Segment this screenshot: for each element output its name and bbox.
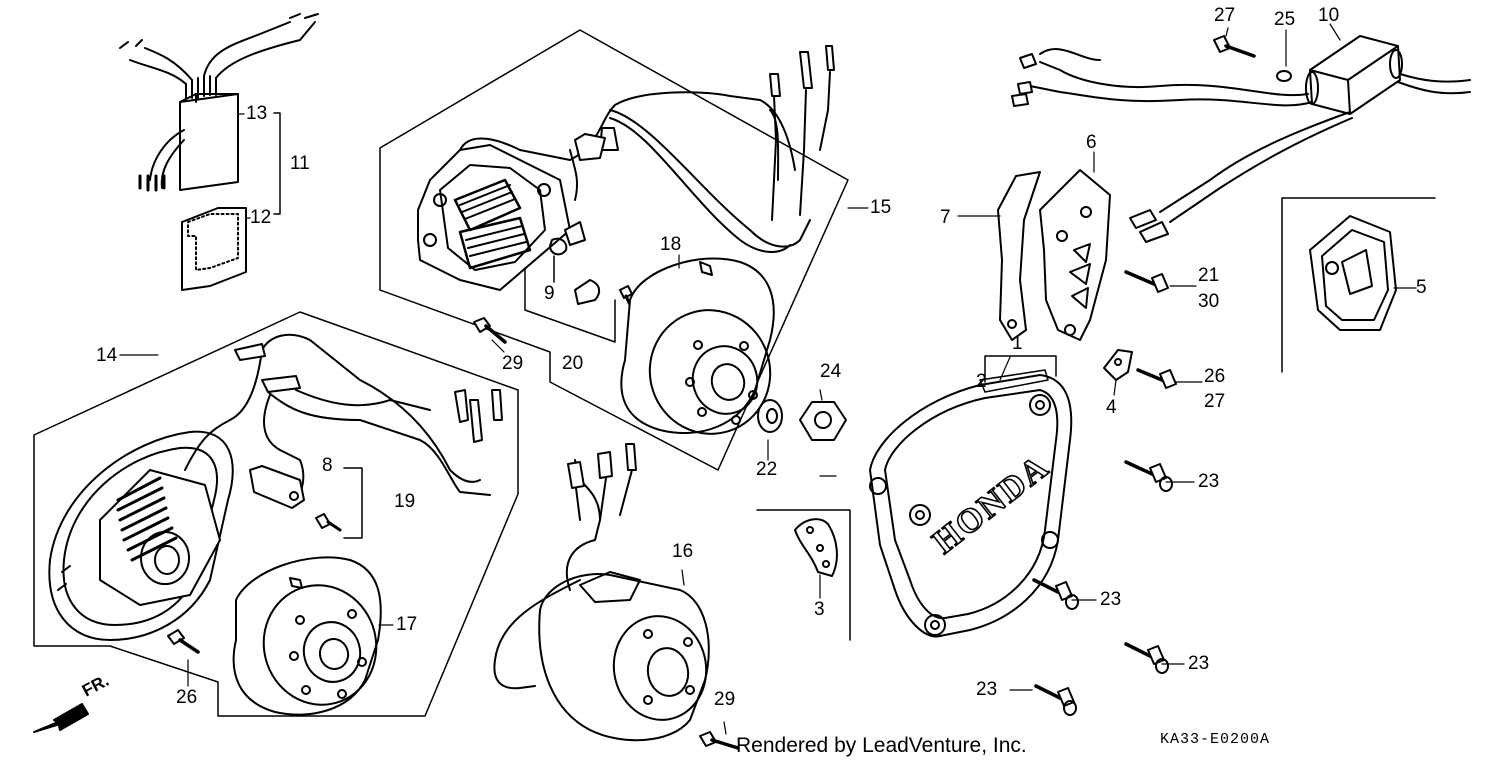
nut-24 [800,402,846,440]
front-arrow-icon [34,704,88,732]
callout-23-a: 23 [1198,471,1220,492]
credit-text: Rendered by LeadVenture, Inc. [736,734,1027,757]
callout-7: 7 [940,207,951,228]
callout-13: 13 [246,103,268,124]
screw-19 [316,514,340,530]
callout-4: 4 [1106,397,1117,418]
callout-10: 10 [1318,5,1340,26]
cdi-unit-13 [120,14,318,190]
bolt-29-upper [474,318,505,342]
washer-22 [758,400,782,432]
callout-12: 12 [250,207,272,228]
flywheel-17 [234,557,390,717]
washer-25 [1277,71,1291,81]
callout-5: 5 [1416,277,1427,298]
callout-3: 3 [814,599,825,620]
bolt-23-b [1034,580,1078,609]
callout-8: 8 [322,455,333,476]
leader-20 [525,268,615,342]
coil-10 [1012,36,1470,242]
callout-20: 20 [562,353,584,374]
callout-18: 18 [660,234,682,255]
callout-24: 24 [820,361,842,382]
bolt-23-d [1036,686,1076,715]
callout-6: 6 [1086,132,1097,153]
callout-23-d: 23 [976,679,998,700]
guard-6 [1040,170,1110,340]
callout-30-a: 30 [1198,291,1220,312]
callout-25: 25 [1274,9,1296,30]
guard-5 [1310,216,1396,330]
pulser-rotor-3 [795,519,837,576]
plate-7 [998,172,1040,340]
group-box-15 [380,30,848,470]
clamp-9 [550,239,599,304]
callout-29-upper: 29 [502,353,524,374]
callout-22: 22 [756,459,778,480]
callout-leaders [120,24,1416,734]
callout-1: 1 [1012,333,1023,354]
bolt-29-lower [700,732,738,748]
bolt-28 [1138,370,1176,388]
callout-9: 9 [544,283,555,304]
callout-11: 11 [290,153,310,174]
flywheel-18 [621,258,786,449]
leader-19 [344,468,362,538]
callout-28: 26 [1204,366,1226,387]
callout-14: 14 [96,345,118,366]
bolt-23-c [1126,644,1168,673]
clamp-8 [250,466,304,508]
rubber-mount-12 [182,208,246,290]
callout-15: 15 [870,197,892,218]
bracket-box-5 [1282,198,1435,372]
diagram-code: KA33-E0200A [1160,731,1271,748]
stator-16 [494,444,714,740]
callout-16: 16 [672,541,694,562]
callout-2: 2 [976,371,987,392]
callout-23-c: 23 [1188,653,1210,674]
bracket-box-3 [757,510,850,640]
callout-17: 17 [396,614,418,635]
crankcase-cover-1 [870,370,1071,637]
callout-26: 26 [176,687,198,708]
callout-27: 27 [1214,5,1236,26]
callout-23-b: 23 [1100,589,1122,610]
stator-plate-14 [49,335,502,640]
callout-21: 21 [1198,265,1220,286]
bracket-4 [1104,350,1132,380]
stator-15 [418,46,834,290]
group-box-14 [34,312,518,716]
bolt-21 [1126,272,1168,292]
bolt-26 [168,630,198,652]
callout-19: 19 [394,491,416,512]
leader-11 [274,113,280,214]
leader-1 [985,356,1056,382]
bolt-27 [1214,36,1254,56]
bolt-23-a [1126,462,1172,491]
callout-30-b: 27 [1204,391,1226,412]
callout-29-lower: 29 [714,689,736,710]
